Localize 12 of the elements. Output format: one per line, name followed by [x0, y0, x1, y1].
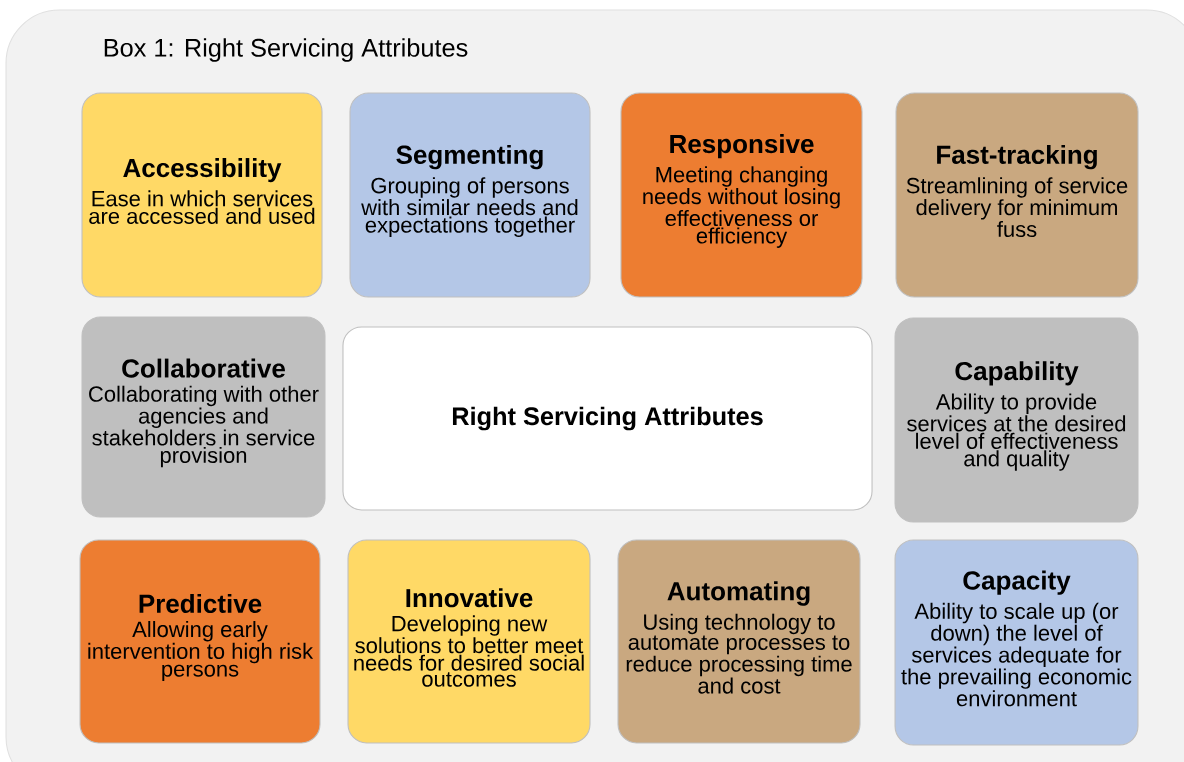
attribute-box: Capacity Ability to scale up (or down) the level of services adequate for the prevailing economic environment — [894, 539, 1139, 746]
attribute-box: Collaborative Collaborating with other agencies and stakeholders in service provision — [81, 316, 326, 518]
attribute-box: Segmenting Grouping of persons with similar needs and expectations together — [349, 92, 591, 298]
center-box: Right Servicing Attributes — [342, 326, 873, 511]
title: Box 1: Right Servicing Attributes — [104, 38, 468, 62]
attribute-box: Accessibility Ease in which services are accessed and used — [81, 92, 323, 298]
attribute-box: Innovative Developing new solutions to better meet needs for desired social outcomes — [347, 539, 591, 744]
attribute-box: Responsive Meeting changing needs without losing effectiveness or efficiency — [620, 92, 863, 298]
attribute-box: Automating Using technology to automate processes to reduce processing time and cost — [617, 539, 861, 744]
attribute-box: Predictive Allowing early intervention to high risk persons — [79, 539, 321, 744]
attribute-box: Capability Ability to provide services at the desired level of effectiveness and quality — [894, 317, 1139, 523]
attribute-box: Fast-tracking Streamlining of service delivery for minimum fuss — [895, 92, 1139, 298]
